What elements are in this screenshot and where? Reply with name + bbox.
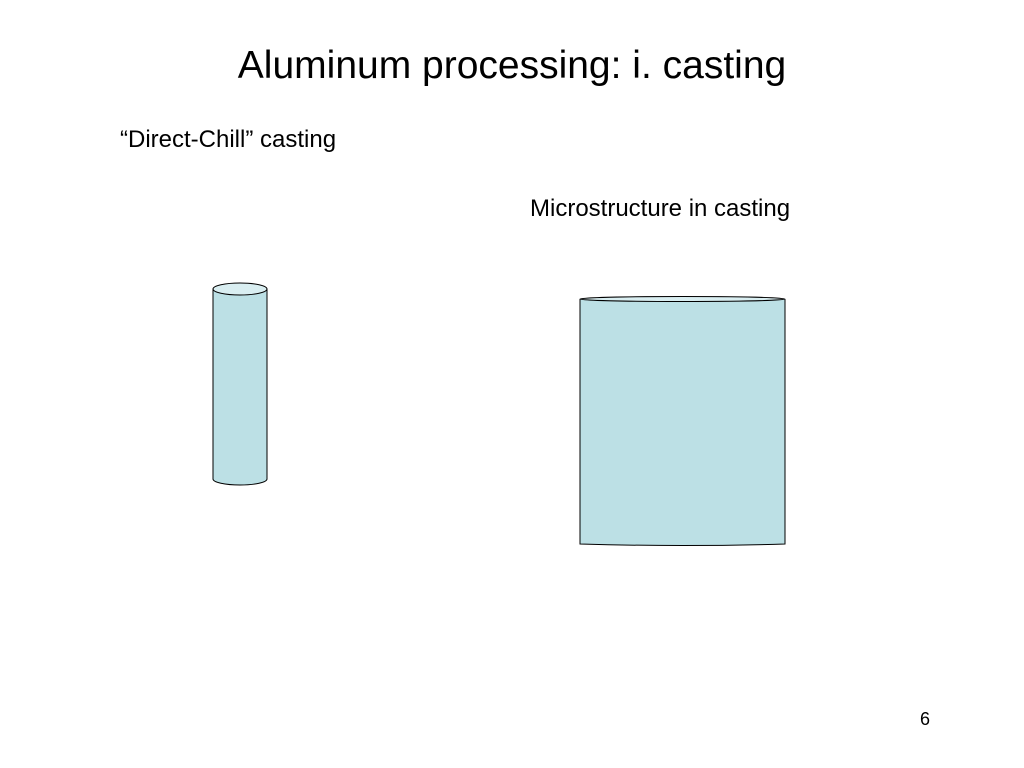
direct-chill-casting-label: “Direct-Chill” casting [120,126,337,153]
slide-title: Aluminum processing: i. casting [237,44,787,87]
microstructure-block-top [579,296,786,302]
ingot-cylinder-body [212,289,268,486]
ingot-cylinder-top [212,282,268,296]
microstructure-block [579,296,786,546]
ingot-cylinder [212,282,268,486]
microstructure-block-body [579,299,786,546]
microstructure-label: Microstructure in casting [530,195,791,222]
page-number: 6 [920,709,931,729]
